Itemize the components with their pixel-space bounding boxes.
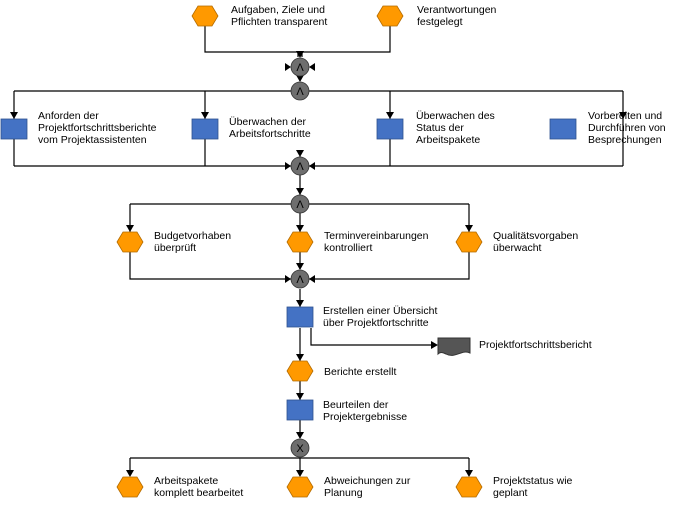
arrowhead (296, 188, 304, 195)
arrowhead (431, 341, 438, 349)
event-hexagon-e6 (286, 360, 314, 382)
arrowhead (309, 162, 315, 170)
arrowhead (296, 225, 304, 232)
arrowheads (10, 51, 627, 477)
function-label-f1: Anforden der Projektfortschrittsberichte… (38, 110, 157, 146)
arrowhead (296, 150, 304, 157)
connector-symbol-c6: X (296, 443, 304, 455)
connector-c3 (290, 156, 310, 176)
event-label-e5: Qualitätsvorgaben überwacht (493, 230, 579, 254)
connector-c2 (290, 81, 310, 101)
arrowhead (386, 112, 394, 119)
event-label-e2: Verantwortungen festgelegt (417, 4, 497, 28)
arrowhead (296, 51, 304, 58)
connector-symbol-c5: Λ (296, 274, 304, 286)
arrowhead (296, 75, 304, 82)
function-box-f1 (0, 118, 28, 140)
connector-symbol-c1: Λ (296, 62, 304, 74)
connector-symbol-c2: Λ (296, 86, 304, 98)
connector-c4 (290, 194, 310, 214)
function-label-f2: Überwachen der Arbeitsfortschritte (229, 116, 311, 140)
connector-c6 (290, 438, 310, 458)
document-label: Projektfortschrittsbericht (479, 339, 592, 351)
arrowhead (296, 263, 304, 270)
arrowhead (309, 275, 315, 283)
function-box-f3 (376, 118, 404, 140)
function-box-f5 (286, 306, 314, 328)
function-box-f6 (286, 399, 314, 421)
arrowhead (296, 432, 304, 439)
arrowhead (296, 393, 304, 400)
arrowhead (296, 300, 304, 307)
arrowhead (296, 354, 304, 361)
arrowhead (619, 112, 627, 119)
event-hexagon-e3 (116, 231, 144, 253)
arrowhead (10, 112, 18, 119)
connector-c5 (290, 269, 310, 289)
event-label-e8: Abweichungen zur Planung (324, 475, 411, 499)
connector-c1 (290, 57, 310, 77)
function-box-f4 (549, 118, 577, 140)
document-shape (437, 337, 471, 356)
connector-symbol-c4: Λ (296, 199, 304, 211)
event-hexagon-e1 (191, 5, 219, 27)
event-label-e7: Arbeitspakete komplett bearbeitet (154, 475, 244, 499)
arrowhead (465, 225, 473, 232)
event-hexagon-e7 (116, 476, 144, 498)
event-label-e1: Aufgaben, Ziele und Pflichten transparen… (231, 4, 328, 28)
arrowhead (285, 275, 291, 283)
event-hexagon-e4 (286, 231, 314, 253)
event-hexagon-e9 (455, 476, 483, 498)
arrowhead (285, 63, 291, 71)
event-label-e4: Terminvereinbarungen kontrolliert (324, 230, 429, 254)
function-label-f4: Vorbereiten und Durchführen von Besprech… (588, 110, 666, 146)
arrowhead (126, 225, 134, 232)
event-label-e6: Berichte erstellt (324, 366, 397, 378)
arrowhead (285, 162, 291, 170)
arrowhead (201, 112, 209, 119)
arrowhead (465, 470, 473, 477)
events (116, 5, 483, 498)
event-hexagon-e2 (376, 5, 404, 27)
event-label-e3: Budgetvorhaben überprüft (154, 230, 232, 254)
function-label-f3: Überwachen des Status der Arbeitspakete (416, 110, 495, 146)
function-box-f2 (191, 118, 219, 140)
function-label-f6: Beurteilen der Projektergebnisse (323, 399, 408, 423)
connector-symbol-c3: Λ (296, 161, 304, 173)
event-hexagon-e5 (455, 231, 483, 253)
event-hexagon-e8 (286, 476, 314, 498)
arrowhead (296, 470, 304, 477)
function-label-f5: Erstellen einer Übersicht über Projektfo… (323, 305, 438, 329)
event-label-e9: Projektstatus wie geplant (493, 475, 573, 499)
functions (0, 118, 577, 421)
arrowhead (309, 63, 315, 71)
arrowhead (126, 470, 134, 477)
